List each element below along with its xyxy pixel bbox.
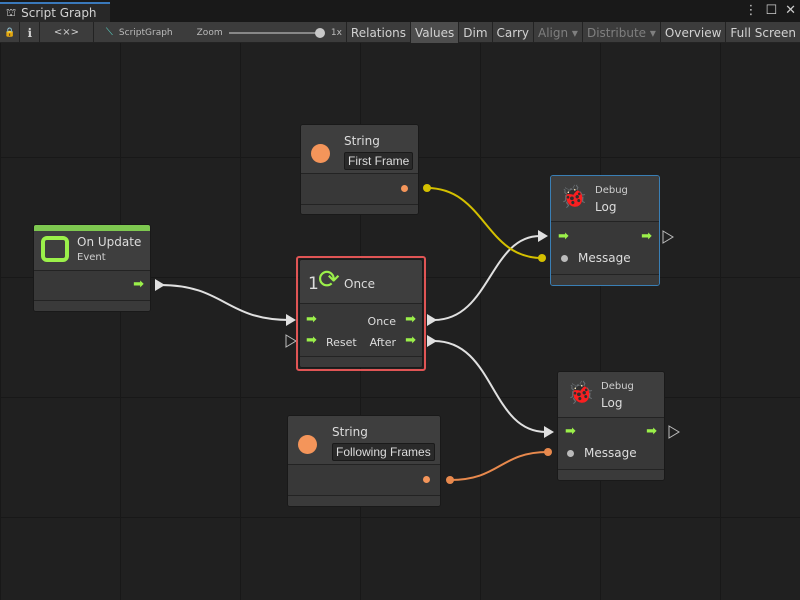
lock-button[interactable]: 🔒	[0, 22, 21, 43]
zoom-slider-thumb[interactable]	[314, 27, 325, 38]
zoom-slider[interactable]	[228, 27, 325, 38]
cycle-icon: ⟳	[318, 265, 340, 295]
flow-out-arrow-icon: ➡	[405, 312, 416, 327]
hierarchy-icon: ⛫	[6, 5, 17, 19]
flow-arrow-icon: ➡	[133, 277, 144, 292]
bug-icon: 🐞	[560, 185, 588, 210]
port-reset-label: Reset	[326, 336, 357, 349]
code-button[interactable]: <×>	[40, 22, 94, 43]
bug-icon: 🐞	[567, 381, 595, 406]
zoom-label: Zoom	[196, 27, 223, 38]
align-dropdown[interactable]: Align ▾	[534, 22, 583, 43]
node-string-first-frame[interactable]: String First Frame	[300, 124, 419, 215]
string-type-icon	[298, 435, 317, 454]
node-title: String	[332, 425, 368, 439]
selection-outline	[296, 256, 426, 371]
graph-breadcrumb: ⟍ ScriptGraph Zoom 1x	[94, 22, 347, 43]
node-title: String	[344, 134, 380, 148]
info-icon: ℹ	[27, 25, 32, 40]
zoom-value: 1x	[330, 27, 342, 38]
graph-name[interactable]: ScriptGraph	[118, 27, 173, 38]
node-string-following-frames[interactable]: String Following Frames	[287, 415, 441, 507]
lock-icon: 🔒	[4, 27, 16, 38]
string-type-icon	[311, 144, 330, 163]
node-debug-log-1[interactable]: 🐞 Debug Log ➡ ➡ Message	[550, 175, 660, 286]
port-dot	[401, 185, 408, 192]
carry-button[interactable]: Carry	[493, 22, 535, 43]
tab-script-graph[interactable]: ⛫ Script Graph	[0, 2, 110, 22]
flow-out-arrow-icon: ➡	[646, 424, 657, 439]
node-category: Debug	[601, 381, 634, 392]
tab-bar: ⛫ Script Graph ⋮ ☐ ✕	[0, 0, 800, 22]
node-once[interactable]: 1 ⟳ Once ➡ Once ➡ ➡ Reset After ➡	[299, 259, 423, 368]
distribute-dropdown[interactable]: Distribute ▾	[583, 22, 661, 43]
menu-icon[interactable]: ⋮	[744, 3, 758, 18]
values-button[interactable]: Values	[411, 22, 460, 43]
node-title: Once	[344, 277, 376, 291]
full-screen-button[interactable]: Full Screen	[730, 25, 796, 40]
info-button[interactable]: ℹ	[20, 22, 41, 43]
message-dot	[561, 255, 568, 262]
message-dot	[567, 450, 574, 457]
code-icon: <×>	[53, 27, 80, 38]
flow-in-arrow-icon: ➡	[565, 424, 576, 439]
port-after-label: After	[369, 336, 396, 349]
port-dot	[423, 476, 430, 483]
relations-button[interactable]: Relations	[347, 22, 412, 43]
loop-icon	[41, 236, 69, 262]
node-subtitle: Event	[77, 252, 106, 263]
dim-button[interactable]: Dim	[459, 22, 493, 43]
overview-button[interactable]: Overview	[661, 22, 727, 43]
maximize-icon[interactable]: ☐	[765, 3, 778, 18]
flow-in-arrow-icon: ➡	[558, 229, 569, 244]
reset-arrow-icon: ➡	[306, 333, 317, 348]
node-title: Log	[595, 200, 617, 214]
node-title: On Update	[77, 235, 142, 249]
after-arrow-icon: ➡	[405, 333, 416, 348]
string-value-input[interactable]: First Frame	[344, 152, 414, 170]
string-value-input[interactable]: Following Frames	[332, 443, 435, 461]
close-icon[interactable]: ✕	[785, 3, 796, 18]
port-message-label: Message	[584, 446, 637, 460]
node-title: Log	[601, 396, 623, 410]
node-on-update[interactable]: On Update Event ➡	[33, 224, 151, 312]
node-category: Debug	[595, 185, 628, 196]
port-message-label: Message	[578, 251, 631, 265]
toolbar: 🔒 ℹ <×> ⟍ ScriptGraph Zoom 1x Relations …	[0, 22, 800, 43]
once-number: 1	[308, 274, 319, 294]
flow-out-arrow-icon: ➡	[641, 229, 652, 244]
port-once-label: Once	[367, 315, 396, 328]
node-debug-log-2[interactable]: 🐞 Debug Log ➡ ➡ Message	[557, 371, 665, 481]
graph-icon: ⟍	[105, 27, 113, 38]
flow-in-arrow-icon: ➡	[306, 312, 317, 327]
